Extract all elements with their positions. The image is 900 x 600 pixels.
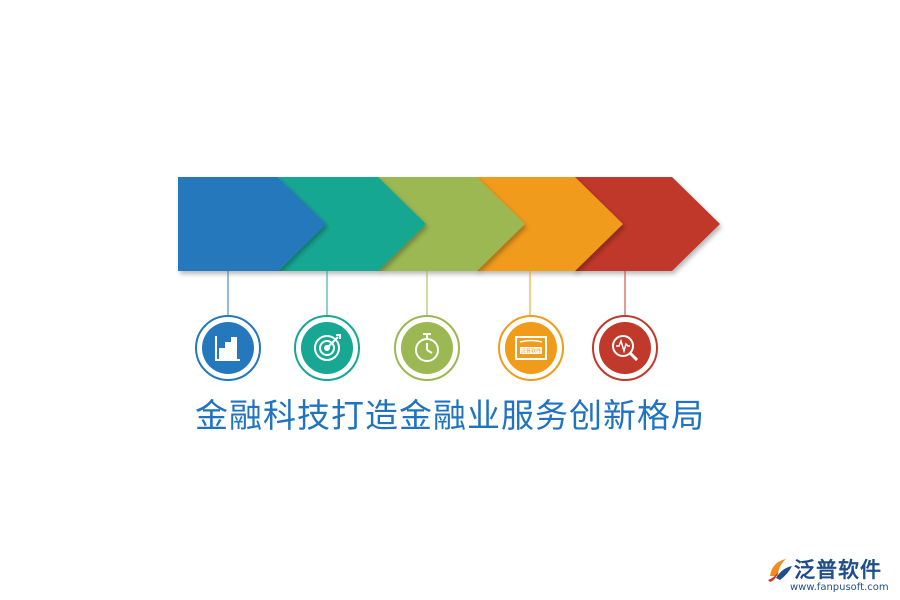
- badge-step-1: [195, 315, 261, 381]
- headline: 金融科技打造金融业服务创新格局: [195, 396, 705, 435]
- chevron-step-3: [377, 177, 525, 271]
- brand-url: www.fanpusoft.com: [790, 582, 889, 593]
- brand-mark-icon: [768, 559, 792, 582]
- chevron-step-4: [475, 177, 623, 271]
- connectors: [227, 271, 626, 316]
- chevron-step-5: [572, 177, 720, 271]
- stopwatch-icon: [415, 333, 439, 362]
- search-pulse-icon: [612, 335, 639, 362]
- badge-step-4: 泛普软件: [498, 315, 564, 381]
- bar-chart-icon: [215, 336, 240, 361]
- badge-step-5: [592, 315, 658, 381]
- brand-logo: 泛普软件 www.fanpusoft.com: [766, 552, 894, 598]
- board-label: 泛普软件: [521, 348, 541, 355]
- target-icon: [314, 334, 341, 361]
- chevron-band: [178, 177, 720, 271]
- brand-name: 泛普软件: [794, 558, 882, 582]
- chevron-step-1: [178, 177, 326, 271]
- badge-step-2: [294, 315, 360, 381]
- chevron-step-2: [278, 177, 426, 271]
- fanpu-logo-board-icon: 泛普软件: [515, 336, 547, 360]
- badge-step-3: [394, 315, 460, 381]
